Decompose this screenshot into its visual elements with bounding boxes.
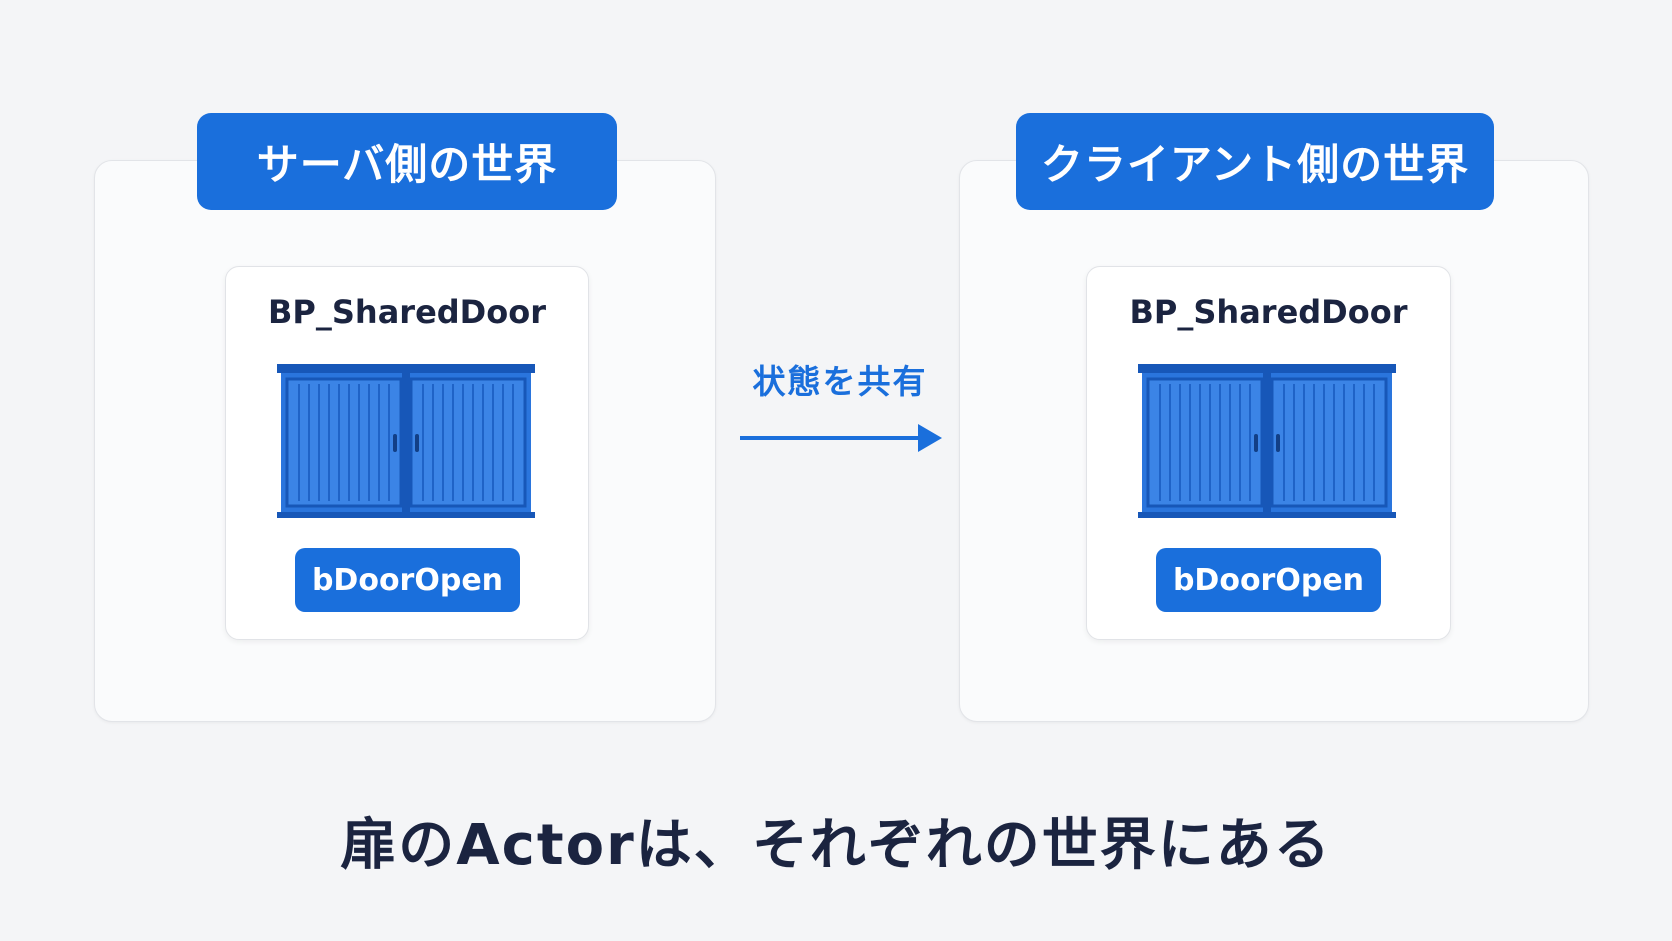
door-icon — [1138, 364, 1396, 518]
client-variable-badge: bDoorOpen — [1156, 548, 1381, 612]
arrow-right-icon — [740, 424, 942, 452]
client-actor-card: BP_SharedDoor — [1086, 266, 1451, 640]
door-icon — [277, 364, 535, 518]
server-world-title: サーバ側の世界 — [197, 113, 617, 210]
slide-caption: 扉のActorは、それぞれの世界にある — [340, 813, 1332, 878]
client-actor-name: BP_SharedDoor — [1129, 293, 1408, 331]
replication-label: 状態を共有 — [752, 362, 928, 401]
server-actor-name: BP_SharedDoor — [268, 293, 546, 331]
client-world-title: クライアント側の世界 — [1016, 113, 1494, 210]
server-variable-badge: bDoorOpen — [295, 548, 520, 612]
server-actor-card: BP_SharedDoor — [225, 266, 589, 640]
